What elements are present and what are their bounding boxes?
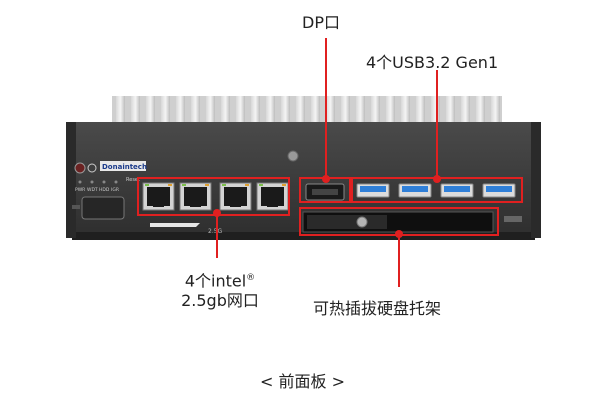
led-label: WDT [87,187,98,193]
hdd-leader-dot [395,230,403,238]
lan-callout-line2: 2.5gb网口 [181,291,259,311]
heatsink-fin [161,96,170,126]
heatsink-fin [281,96,290,126]
accent-stripe [150,223,200,227]
registered-mark: ® [246,273,256,283]
lan-port[interactable] [256,182,289,211]
lan-leader-dot [213,209,221,217]
front-panel-caption: < 前面板 > [260,372,345,391]
dp-port-inner [312,189,338,195]
heatsink-fin [371,96,380,126]
heatsink-fin [401,96,410,126]
heatsink-fin [116,96,125,126]
heatsink-fin [491,96,500,126]
usb-port[interactable] [482,183,516,198]
heatsink-fin [326,96,335,126]
brand-logo-plate [100,161,146,171]
led-label: IGR [111,187,119,193]
dp-callout: DP口 [302,13,340,32]
usb-port[interactable] [398,183,432,198]
heatsink-fin [206,96,215,126]
heatsink-fin [266,96,275,126]
lan-callout: 4个intel® 2.5gb网口 [172,268,268,311]
left-slot-cover[interactable] [81,196,125,220]
heatsink-fin [191,96,200,126]
heatsink-fin [221,96,230,126]
usb-leader-dot [433,175,441,183]
usb-callout: 4个USB3.2 Gen1 [366,53,499,72]
heatsink-fin [461,96,470,126]
usb-port[interactable] [356,183,390,198]
heatsink-fin [386,96,395,126]
heatsink-fin [296,96,305,126]
usb-port[interactable] [440,183,474,198]
lan-highlight-box [137,177,290,216]
usb-ports [356,183,516,198]
heatsink-fin [431,96,440,126]
left-bracket [66,122,76,238]
heatsink-fin [251,96,260,126]
heatsink-fin [416,96,425,126]
heatsink-fin [341,96,350,126]
center-screw [287,150,299,162]
heatsink-fin [236,96,245,126]
hdd-tray-screw[interactable] [356,216,368,228]
lan-port[interactable] [142,182,175,211]
lan-ports [142,182,289,211]
heatsink-fin [176,96,185,126]
heatsink-fin [446,96,455,126]
lan-callout-text: 4个intel [184,271,247,291]
led-label: HDD [99,187,110,193]
led-label: PWR [75,187,85,193]
right-vent [504,216,522,222]
heatsink-fin [131,96,140,126]
reset-label: Reset [126,177,140,183]
power-icon [87,163,97,173]
power-button[interactable] [74,162,86,174]
lan-port[interactable] [179,182,212,211]
lan-badge: 2.5G [208,228,223,235]
hdd-tray-handle [307,215,387,229]
dp-leader-dot [322,175,330,183]
heatsink-fin [356,96,365,126]
right-bracket [531,122,541,238]
heatsink-fin [146,96,155,126]
lan-callout-line1: 4个intel® [172,268,268,291]
heatsink-fin [311,96,320,126]
heatsink-fin [476,96,485,126]
hdd-callout: 可热插拔硬盘托架 [313,299,442,318]
left-slot-screw [72,205,80,209]
led-indicators [78,180,118,184]
brand-logo: Donaintech [102,163,147,171]
lan-port[interactable] [219,182,252,211]
